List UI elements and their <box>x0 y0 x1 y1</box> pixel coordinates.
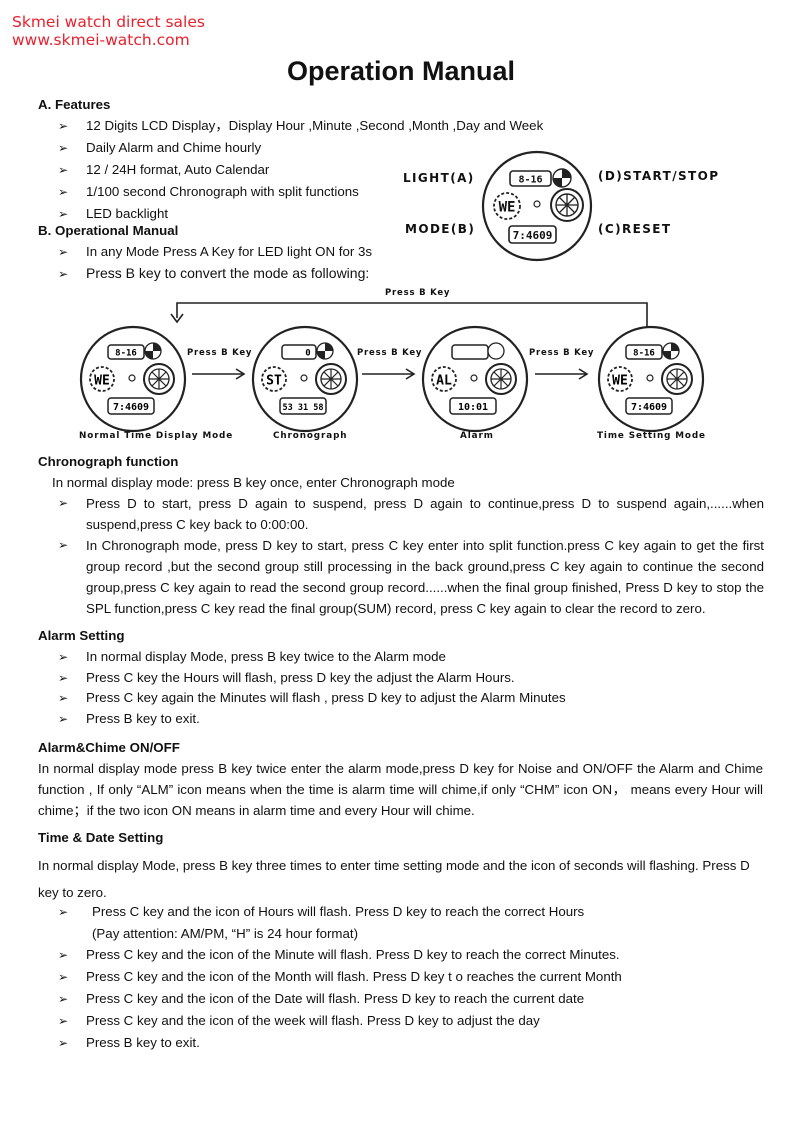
operational-list: ➢In any Mode Press A Key for LED light O… <box>58 241 398 285</box>
bullet-icon: ➢ <box>58 970 69 984</box>
start-stop-button-label: (D)START/STOP <box>598 169 720 183</box>
mode-top-value: 0 <box>305 349 310 359</box>
date-display <box>509 170 552 187</box>
alarm-list: ➢In normal display Mode, press B key twi… <box>58 647 758 729</box>
flow-arrow-label: Press B Key <box>357 348 423 358</box>
flow-arrow-icon <box>192 368 246 380</box>
bullet-icon: ➢ <box>58 245 69 259</box>
watch-face-diagram: 8-16 WE 7:4609 <box>481 150 593 262</box>
list-item: ➢Press B key to exit. <box>58 709 758 730</box>
mode-bottom-value: 10:01 <box>458 402 488 413</box>
light-button-label: LIGHT(A) <box>403 171 475 185</box>
list-item: ➢12 Digits LCD Display，Display Hour ,Min… <box>58 115 618 137</box>
mode-mid-value: ST <box>266 374 282 389</box>
company-name: Skmei watch direct sales <box>12 13 205 31</box>
bullet-icon: ➢ <box>58 691 69 705</box>
page-title: Operation Manual <box>286 56 516 86</box>
bullet-icon: ➢ <box>58 267 69 281</box>
date-value: 8-16 <box>518 175 542 186</box>
chronograph-mode-watch: 0 ST 53 31 58 <box>251 325 359 433</box>
operational-heading: B. Operational Manual <box>38 223 179 238</box>
mode-bottom-value: 7:4609 <box>113 402 149 413</box>
flow-arrow-label: Press B Key <box>529 348 595 358</box>
mode-top-value: 8-16 <box>633 349 655 359</box>
bullet-icon: ➢ <box>58 670 69 685</box>
mode-button-label: MODE(B) <box>405 222 476 236</box>
day-dial <box>493 192 521 220</box>
bullet-icon: ➢ <box>58 141 69 155</box>
flow-return-arrow <box>170 302 648 326</box>
list-item: ➢12 / 24H format, Auto Calendar <box>58 159 618 181</box>
list-item: ➢ Press D to start, press D again to sus… <box>58 493 764 535</box>
list-item: ➢Press C key and the icon of the Minute … <box>58 944 764 966</box>
company-website[interactable]: www.skmei-watch.com <box>12 31 190 49</box>
chronograph-list: ➢ Press D to start, press D again to sus… <box>58 493 764 619</box>
chronograph-heading: Chronograph function <box>38 454 179 469</box>
chronograph-intro: In normal display mode: press B key once… <box>52 475 455 490</box>
mode-caption: Alarm <box>460 431 494 441</box>
time-display <box>508 225 557 244</box>
mode-caption: Normal Time Display Mode <box>79 431 234 441</box>
bullet-icon: ➢ <box>58 1036 69 1050</box>
time-setting-mode-watch: 8-16 WE 7:4609 <box>597 325 705 433</box>
list-item: ➢Press B key to convert the mode as foll… <box>58 263 398 285</box>
list-item: ➢Press C key and the icon of Hours will … <box>58 901 764 923</box>
mode-bottom-value: 7:4609 <box>631 402 667 413</box>
bullet-icon: ➢ <box>58 711 69 726</box>
bullet-icon: ➢ <box>58 650 69 664</box>
list-item: ➢Press C key again the Minutes will flas… <box>58 688 758 709</box>
flow-arrow-icon <box>362 368 416 380</box>
time-value: 7:4609 <box>513 229 553 242</box>
bullet-icon: ➢ <box>58 119 69 133</box>
mode-top-value: 8-16 <box>115 349 137 359</box>
reset-button-label: (C)RESET <box>598 222 672 236</box>
timedate-list: ➢Press C key and the icon of Hours will … <box>58 901 764 1054</box>
bullet-icon: ➢ <box>58 207 69 221</box>
day-value: WE <box>499 200 516 216</box>
bullet-icon: ➢ <box>58 496 69 510</box>
bullet-icon: ➢ <box>58 948 69 962</box>
timedate-intro: In normal display Mode, press B key thre… <box>38 858 750 900</box>
mode-mid-value: WE <box>94 374 110 389</box>
features-list: ➢12 Digits LCD Display，Display Hour ,Min… <box>58 115 618 225</box>
bullet-icon: ➢ <box>58 992 69 1006</box>
mode-caption: Chronograph <box>273 431 348 441</box>
list-item: ➢ In Chronograph mode, press D key to st… <box>58 535 764 619</box>
mode-mid-value: AL <box>436 374 452 389</box>
list-item: ➢1/100 second Chronograph with split fun… <box>58 181 618 203</box>
mode-mid-value: WE <box>612 374 628 389</box>
bullet-icon: ➢ <box>58 185 69 199</box>
list-item: ➢Press C key the Hours will flash, press… <box>58 668 758 689</box>
flow-top-label: Press B Key <box>385 288 451 298</box>
list-item: ➢In normal display Mode, press B key twi… <box>58 647 758 668</box>
bullet-icon: ➢ <box>58 1014 69 1028</box>
mode-bottom-value: 53 31 58 <box>283 403 324 413</box>
list-item: ➢LED backlight <box>58 203 618 225</box>
list-item: ➢Press C key and the icon of the week wi… <box>58 1010 764 1032</box>
normal-mode-watch: 8-16 WE 7:4609 <box>79 325 187 433</box>
bullet-icon: ➢ <box>58 905 69 919</box>
center-dot <box>533 200 541 208</box>
alarm-heading: Alarm Setting <box>38 628 125 643</box>
flow-arrow-label: Press B Key <box>187 348 253 358</box>
alarm-mode-watch: AL 10:01 <box>421 325 529 433</box>
mode-caption: Time Setting Mode <box>597 431 706 441</box>
chime-heading: Alarm&Chime ON/OFF <box>38 740 180 755</box>
chime-text: In normal display mode press B key twice… <box>38 761 763 818</box>
timedate-note: (Pay attention: AM/PM, “H” is 24 hour fo… <box>92 926 359 941</box>
list-item: ➢Press C key and the icon of the Date wi… <box>58 988 764 1010</box>
features-heading: A. Features <box>38 97 111 112</box>
list-item: ➢Press C key and the icon of the Month w… <box>58 966 764 988</box>
bullet-icon: ➢ <box>58 538 69 552</box>
list-item: ➢Daily Alarm and Chime hourly <box>58 137 618 159</box>
timedate-heading: Time & Date Setting <box>38 830 164 845</box>
bullet-icon: ➢ <box>58 163 69 177</box>
flow-arrow-icon <box>535 368 589 380</box>
list-item: ➢Press B key to exit. <box>58 1032 764 1054</box>
list-item: ➢In any Mode Press A Key for LED light O… <box>58 241 398 263</box>
